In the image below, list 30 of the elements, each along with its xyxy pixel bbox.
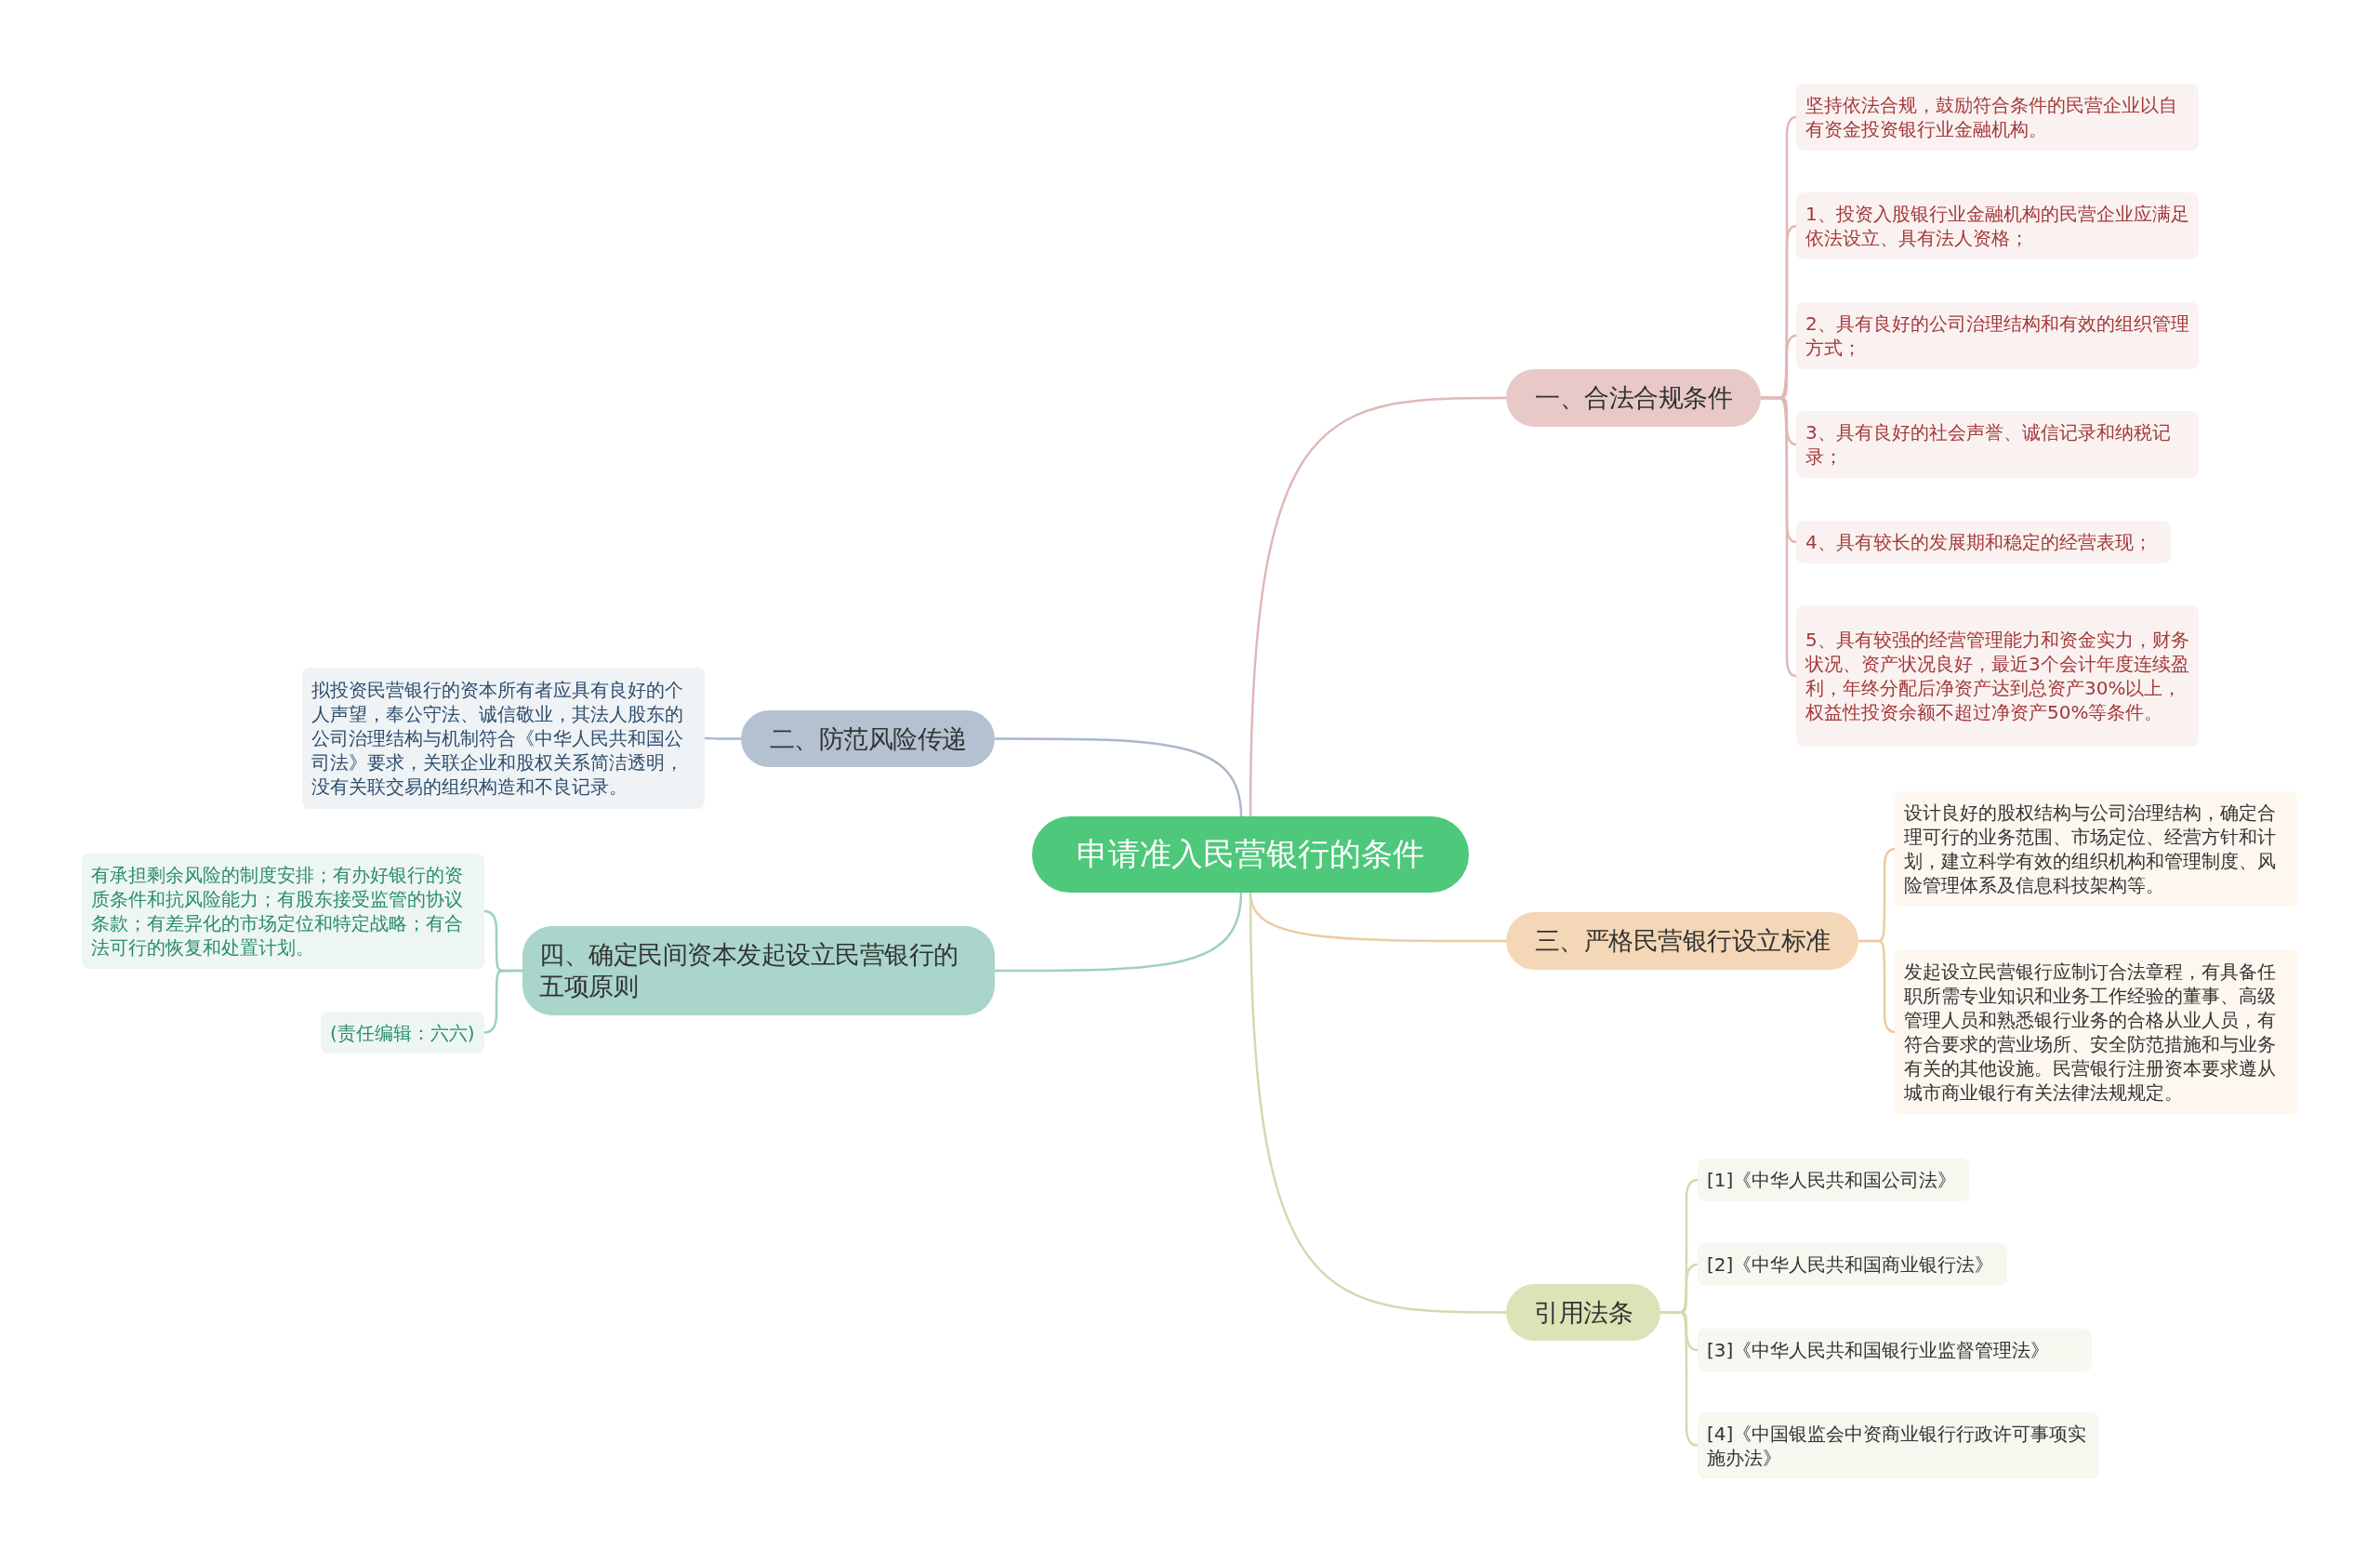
branch-topic: 一、合法合规条件	[1506, 369, 1761, 427]
note-box: 坚持依法合规，鼓励符合条件的民营企业以自有资金投资银行业金融机构。	[1796, 84, 2199, 151]
connector-line	[705, 736, 741, 740]
note-box: 拟投资民营银行的资本所有者应具有良好的个人声望，奉公守法、诚信敬业，其法人股东的公司治理结构与机制符合《中华人民共和国公司法》要求，关联企业和股权关系简洁透明，没有关联交易的组织构造和不良记录。	[302, 668, 705, 809]
note-box: 2、具有良好的公司治理结构和有效的组织管理方式；	[1796, 302, 2199, 369]
connector-line	[1249, 396, 1506, 817]
connector-line	[1660, 1311, 1699, 1447]
note-box: 4、具有较长的发展期和稳定的经营表现；	[1796, 521, 2171, 563]
note-box: [1]《中华人民共和国公司法》	[1698, 1159, 1969, 1201]
note-box: (责任编辑：六六)	[321, 1012, 484, 1053]
note-box: 3、具有良好的社会声誉、诚信记录和纳税记录；	[1796, 411, 2199, 478]
connector-line	[1761, 396, 1797, 678]
branch-topic: 引用法条	[1506, 1284, 1660, 1341]
note-box: 5、具有较强的经营管理能力和资金实力，财务状况、资产状况良好，最近3个会计年度连续盈利，年终分配后净资产达到总资产30%以上，权益性投资余额不超过净资产50%等条件。	[1796, 605, 2199, 747]
note-box: [2]《中华人民共和国商业银行法》	[1698, 1243, 2007, 1286]
central-topic: 申请准入民营银行的条件	[1032, 816, 1469, 893]
connector-line	[1858, 939, 1896, 1034]
connector-line	[1249, 892, 1506, 1314]
connector-line	[995, 892, 1243, 973]
note-box: 1、投资入股银行业金融机构的民营企业应满足依法设立、具有法人资格；	[1796, 192, 2199, 259]
branch-topic: 二、防范风险传递	[741, 710, 995, 767]
connector-line	[995, 737, 1243, 817]
branch-topic: 四、确定民间资本发起设立民营银行的五项原则	[522, 926, 995, 1015]
connector-line	[483, 969, 522, 1034]
branch-topic: 三、严格民营银行设立标准	[1506, 912, 1858, 970]
note-box: [3]《中华人民共和国银行业监督管理法》	[1698, 1329, 2092, 1371]
note-box: 有承担剩余风险的制度安排；有办好银行的资质条件和抗风险能力；有股东接受监管的协议条款；有差异化的市场定位和特定战略；有合法可行的恢复和处置计划。	[82, 854, 484, 969]
note-box: 发起设立民营银行应制订合法章程，有具备任职所需专业知识和业务工作经验的董事、高级管理人员和熟悉银行业务的合格从业人员，有符合要求的营业场所、安全防范措施和与业务有关的其他设施。民营银行注册资本要求遵从城市商业银行有关法律法规规定。	[1895, 949, 2297, 1115]
note-box: 设计良好的股权结构与公司治理结构，确定合理可行的业务范围、市场定位、经营方针和计划，建立科学有效的组织机构和管理制度、风险管理体系及信息科技架构等。	[1895, 791, 2297, 907]
note-box: [4]《中国银监会中资商业银行行政许可事项实施办法》	[1698, 1412, 2099, 1478]
